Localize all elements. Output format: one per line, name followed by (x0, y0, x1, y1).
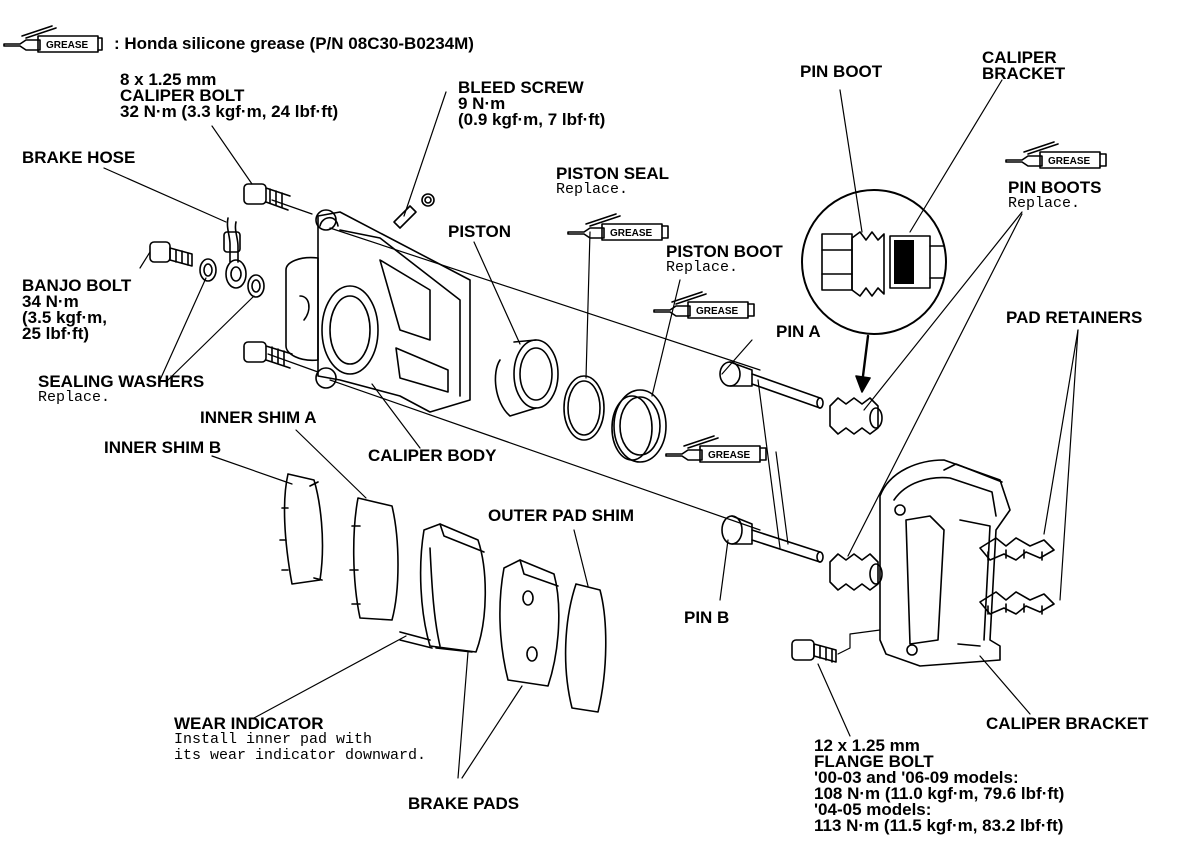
caliper-bracket-top-label: CALIPER BRACKET (982, 48, 1066, 83)
piston-seal-label: PISTON SEAL Replace. (556, 164, 670, 198)
brake-hose (223, 217, 247, 289)
inner-shim-a (349, 497, 399, 621)
pin-b (721, 515, 824, 563)
outer-pad-shim (564, 583, 607, 713)
bleed-screw-label: BLEED SCREW 9 N·m (0.9 kgf·m, 7 lbf·ft) (458, 78, 606, 129)
pin-boot-lower (829, 553, 883, 591)
piston-boot (611, 389, 667, 463)
brake-pads-label: BRAKE PADS (408, 794, 520, 813)
grease-tube-icon: GREASE (567, 213, 669, 241)
sealing-washers-label: SEALING WASHERS Replace. (38, 372, 205, 406)
bleed-screw (393, 193, 435, 229)
pad-retainers-label: PAD RETAINERS (1006, 308, 1143, 327)
grease-legend: : Honda silicone grease (P/N 08C30-B0234… (114, 34, 474, 53)
caliper-bracket (879, 459, 1011, 667)
wear-indicator-label: WEAR INDICATOR Install inner pad with it… (174, 714, 427, 764)
pin-a-label: PIN A (776, 322, 821, 341)
pad-retainer (979, 537, 1055, 561)
sealing-washer (199, 258, 217, 282)
axis-line-pin-a (329, 227, 761, 371)
svg-text:GREASE: GREASE (708, 450, 751, 461)
svg-text:GREASE: GREASE (610, 228, 653, 239)
pin-boots-label: PIN BOOTS Replace. (1008, 178, 1102, 212)
pin-a (719, 361, 824, 409)
svg-text:GREASE: GREASE (696, 306, 739, 317)
flange-bolt (791, 639, 837, 663)
inner-shim-b-label: INNER SHIM B (104, 438, 222, 457)
svg-text:GREASE: GREASE (1048, 156, 1091, 167)
banjo-bolt (149, 241, 193, 267)
brake-hose-label: BRAKE HOSE (22, 148, 136, 167)
flange-bolt-label: 12 x 1.25 mm FLANGE BOLT '00-03 and '06-… (814, 736, 1065, 835)
inner-shim-a-label: INNER SHIM A (200, 408, 317, 427)
pin-boot-label: PIN BOOT (800, 62, 883, 81)
caliper-body (285, 209, 471, 413)
banjo-bolt-label: BANJO BOLT 34 N·m (3.5 kgf·m, 25 lbf·ft) (22, 276, 132, 343)
grease-tube-icon: GREASE (653, 291, 755, 319)
grease-tube-icon: GREASE (1005, 141, 1107, 169)
piston-label: PISTON (448, 222, 511, 241)
inner-brake-pad (399, 523, 487, 653)
pin-boot-detail (801, 189, 947, 335)
pad-retainer (979, 591, 1055, 615)
svg-text:GREASE: GREASE (46, 40, 89, 51)
piston-seal (563, 375, 605, 441)
piston (494, 339, 559, 417)
caliper-bolt-upper (243, 183, 291, 211)
outer-brake-pad (499, 559, 560, 687)
caliper-bolt-lower (243, 341, 293, 369)
pin-b-label: PIN B (684, 608, 730, 627)
piston-boot-label: PISTON BOOT Replace. (666, 242, 783, 276)
leader-lines (103, 79, 1079, 779)
pin-boot-upper (829, 397, 883, 435)
caliper-body-label: CALIPER BODY (368, 446, 497, 465)
grease-tube-icon: GREASE (665, 435, 767, 463)
grease-tube-icon: GREASE (3, 25, 103, 53)
sealing-washer (247, 274, 265, 298)
inner-shim-b (279, 473, 324, 585)
outer-pad-shim-label: OUTER PAD SHIM (488, 506, 635, 525)
caliper-bracket-bottom-label: CALIPER BRACKET (986, 714, 1149, 733)
axis-line-pin-b (329, 379, 761, 531)
caliper-bolt-label: 8 x 1.25 mm CALIPER BOLT 32 N·m (3.3 kgf… (120, 70, 339, 121)
